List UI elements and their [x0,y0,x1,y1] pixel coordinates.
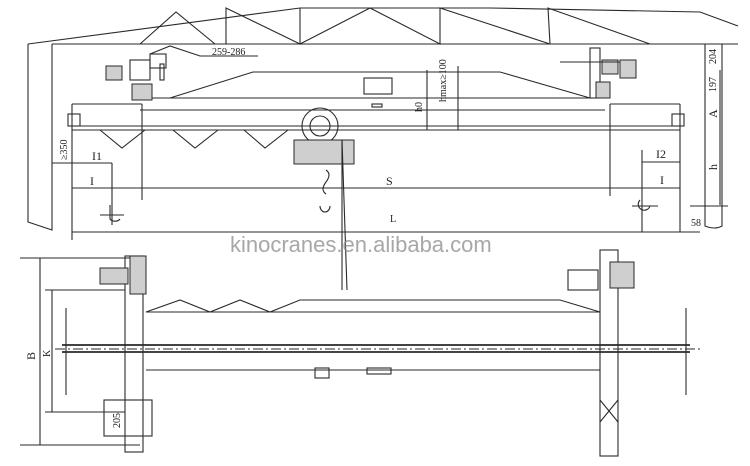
dim-clearance: ≥350 [59,140,70,161]
dim-l-right: I [660,173,664,187]
dim-L: L [390,214,396,225]
left-column [27,44,53,231]
left-drive-motor [105,45,258,101]
dim-S: S [386,174,393,188]
dim-A: A [706,109,720,118]
dim-58: 58 [691,218,701,229]
dim-h0: h0 [414,102,425,112]
dim-B: B [24,352,38,360]
dim-K: K [42,349,53,357]
dim-l2: I2 [656,147,666,161]
plan-view [20,249,700,457]
dimension-lines [52,66,728,233]
dim-197: 197 [708,77,719,92]
dim-h: h [706,164,720,170]
electric-hoist [293,107,355,291]
dim-l1: I1 [92,149,102,163]
watermark: kinocranes.en.alibaba.com [230,232,492,257]
right-hook-limit [632,199,658,211]
right-drive-motor [560,47,637,99]
right-column [704,44,723,229]
dim-204: 204 [708,49,719,64]
dim-205: 205 [112,413,123,428]
dim-trolley-range: 259-286 [212,47,245,58]
dim-l-left: I [90,174,94,188]
roof-truss [27,7,739,45]
bridge-girder [67,71,685,240]
dim-hmax: hmax≥100 [438,59,449,102]
